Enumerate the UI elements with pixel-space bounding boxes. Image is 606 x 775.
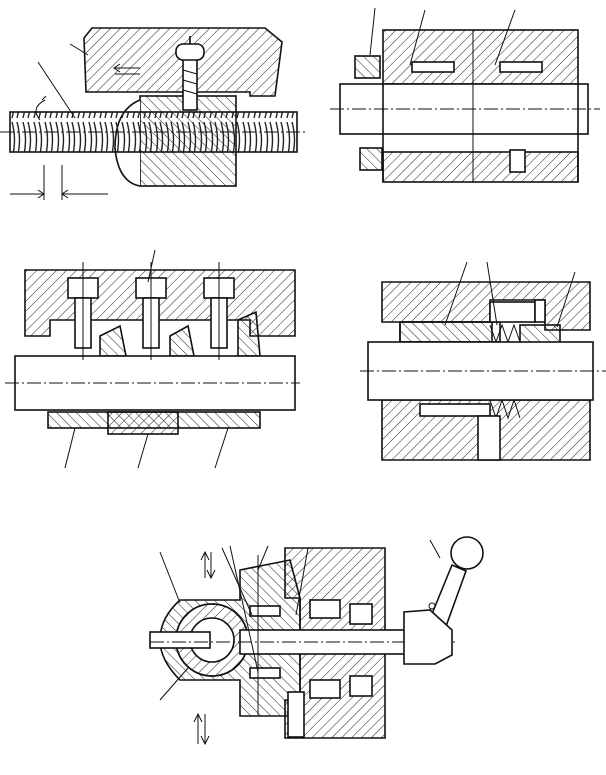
bolted-clamp-panel [5, 249, 300, 469]
compression-spring [489, 323, 521, 420]
shaft-bearing-panel-a [330, 7, 600, 183]
adjust-screw-head [175, 43, 205, 61]
leadscrew-nut-panel [0, 27, 305, 200]
spring-shaft-panel [360, 261, 606, 461]
adjust-screw-shank [182, 57, 198, 111]
lever-clamp-panel [149, 536, 484, 746]
lever-handle [403, 536, 484, 665]
